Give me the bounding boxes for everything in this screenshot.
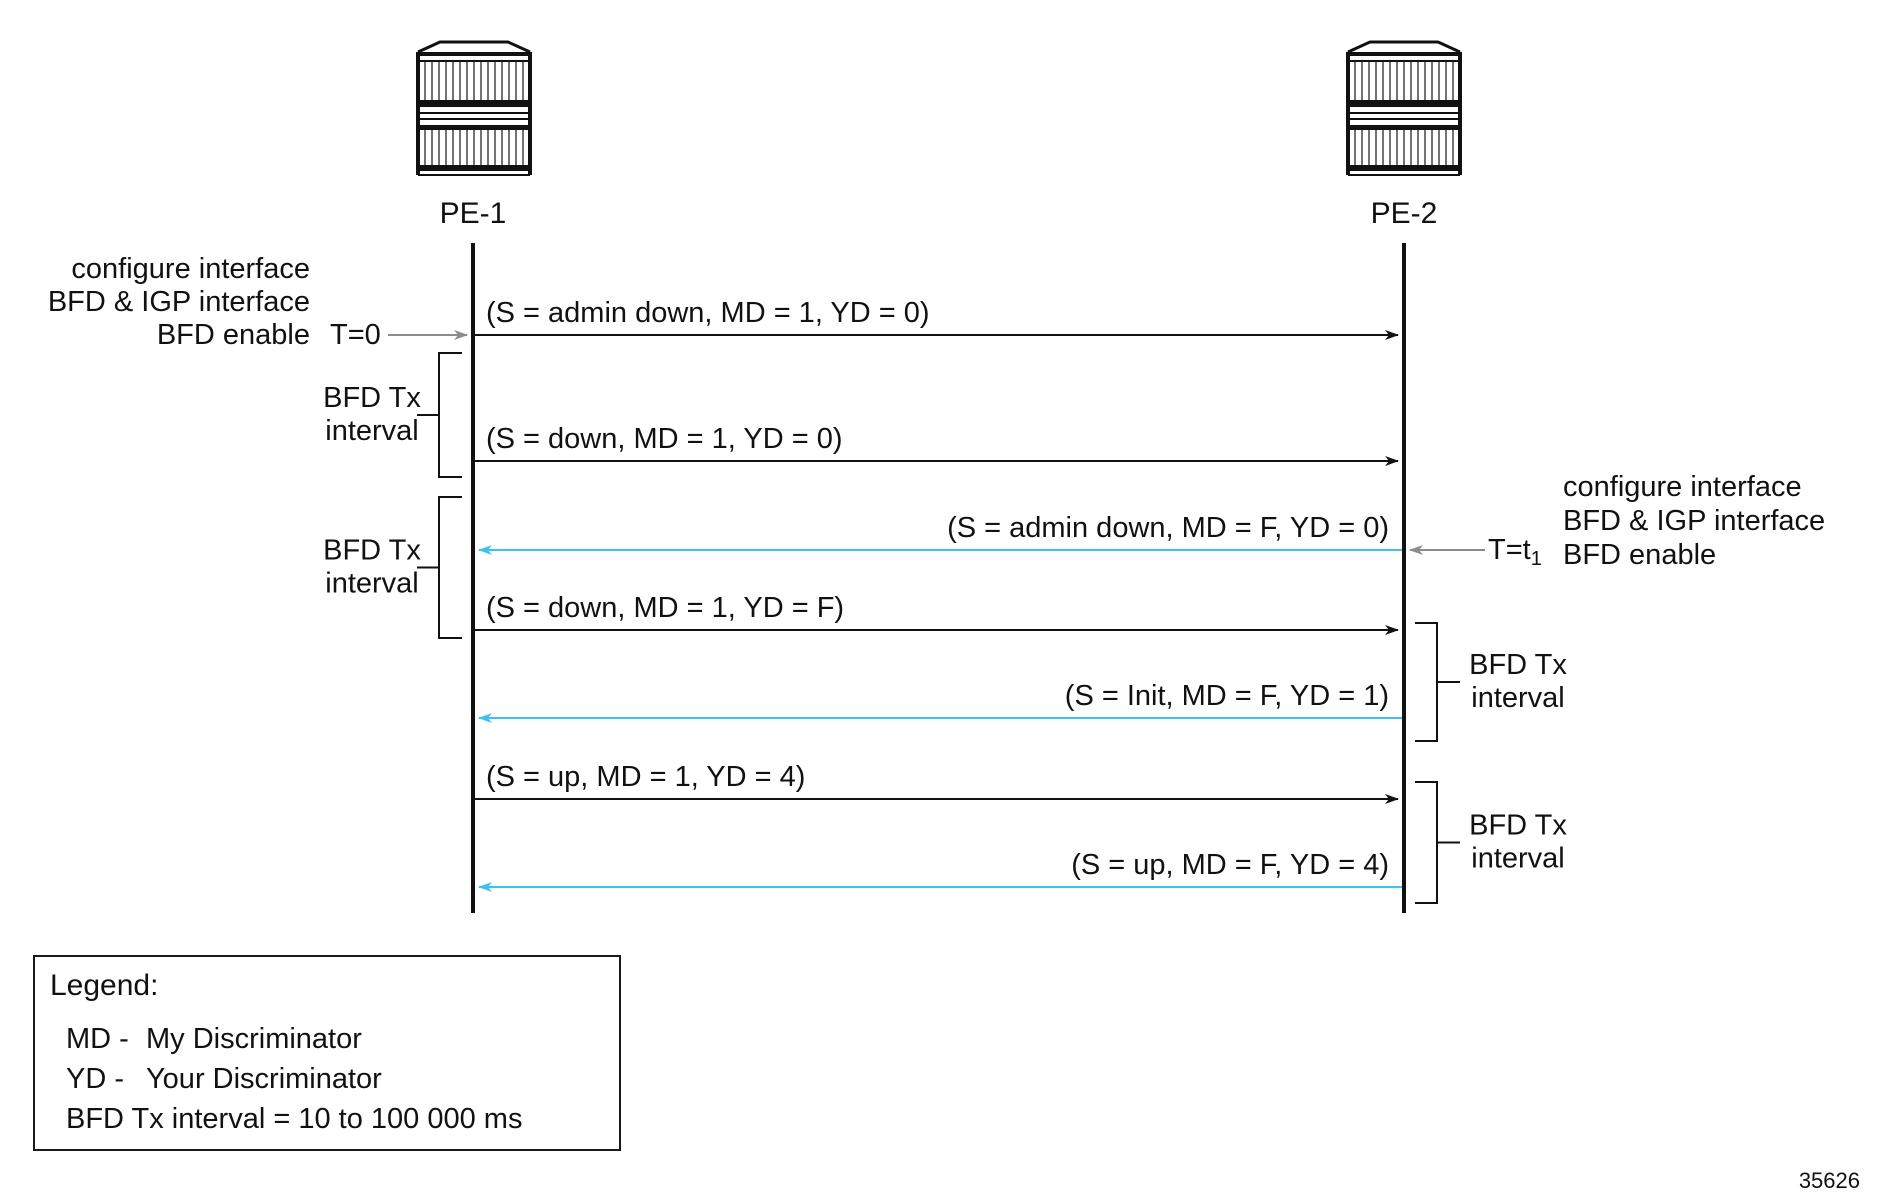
node-label: PE-1: [440, 197, 507, 230]
interval-label: interval: [1471, 682, 1565, 714]
message-7: (S = up, MD = F, YD = 4): [478, 849, 1402, 892]
legend-text: BFD Tx interval = 10 to 100 000 ms: [66, 1103, 523, 1135]
legend-text: My Discriminator: [146, 1023, 362, 1055]
message-6: (S = up, MD = 1, YD = 4): [475, 761, 1399, 804]
interval-label: BFD Tx: [323, 535, 421, 567]
trigger-time: T=t1: [1488, 534, 1542, 570]
trigger-line: BFD & IGP interface: [48, 286, 310, 318]
trigger-time: T=0: [330, 319, 381, 351]
trigger-line: configure interface: [71, 253, 310, 285]
legend-item: YD - Your Discriminator: [66, 1063, 382, 1096]
router-chassis-icon: [416, 40, 532, 178]
message-label: (S = admin down, MD = F, YD = 0): [947, 512, 1389, 544]
interval-label: BFD Tx: [1469, 810, 1567, 842]
interval-label: interval: [1471, 843, 1565, 875]
trigger-line: BFD & IGP interface: [1563, 505, 1825, 537]
messages: (S = admin down, MD = 1, YD = 0) (S = dow…: [475, 297, 1402, 892]
legend: Legend: MD - My Discriminator YD - Your Di…: [33, 955, 621, 1151]
message-label: (S = admin down, MD = 1, YD = 0): [486, 297, 930, 329]
message-2: (S = down, MD = 1, YD = 0): [475, 423, 1399, 466]
message-5: (S = Init, MD = F, YD = 1): [478, 680, 1402, 723]
node-pe2: PE-2: [1346, 40, 1462, 913]
legend-abbr: MD -: [66, 1023, 129, 1055]
message-1: (S = admin down, MD = 1, YD = 0): [475, 297, 1399, 340]
legend-item: MD - My Discriminator: [66, 1023, 362, 1056]
interval-label: BFD Tx: [1469, 649, 1567, 681]
legend-title: Legend:: [50, 969, 159, 1002]
trigger-line: BFD enable: [1563, 539, 1716, 571]
interval-label: BFD Tx: [323, 382, 421, 414]
node-label: PE-2: [1371, 197, 1438, 230]
trigger-line: configure interface: [1563, 471, 1802, 503]
bracket-line: [1415, 622, 1460, 742]
message-label: (S = down, MD = 1, YD = 0): [486, 423, 842, 455]
node-pe1: PE-1: [416, 40, 532, 913]
message-label: (S = up, MD = F, YD = 4): [1071, 849, 1389, 881]
trigger-pe2: T=t1 configure interface BFD & IGP inter…: [1409, 471, 1825, 571]
message-label: (S = up, MD = 1, YD = 4): [486, 761, 805, 793]
bracket-line: [1415, 781, 1460, 904]
bracket-line: [417, 352, 462, 478]
message-label: (S = Init, MD = F, YD = 1): [1065, 680, 1389, 712]
interval-label: interval: [325, 568, 419, 600]
figure-id: 35626: [1798, 1168, 1860, 1193]
bracket-line: [417, 496, 462, 639]
interval-label: interval: [325, 415, 419, 447]
trigger-pe1: configure interface BFD & IGP interface …: [48, 253, 468, 351]
message-label: (S = down, MD = 1, YD = F): [486, 592, 844, 624]
legend-text: Your Discriminator: [146, 1063, 382, 1095]
trigger-line: BFD enable: [157, 319, 310, 351]
router-chassis-icon: [1346, 40, 1462, 178]
legend-item: BFD Tx interval = 10 to 100 000 ms: [66, 1103, 522, 1136]
legend-abbr: YD -: [66, 1063, 124, 1095]
message-4: (S = down, MD = 1, YD = F): [475, 592, 1399, 635]
message-3: (S = admin down, MD = F, YD = 0): [478, 512, 1402, 555]
